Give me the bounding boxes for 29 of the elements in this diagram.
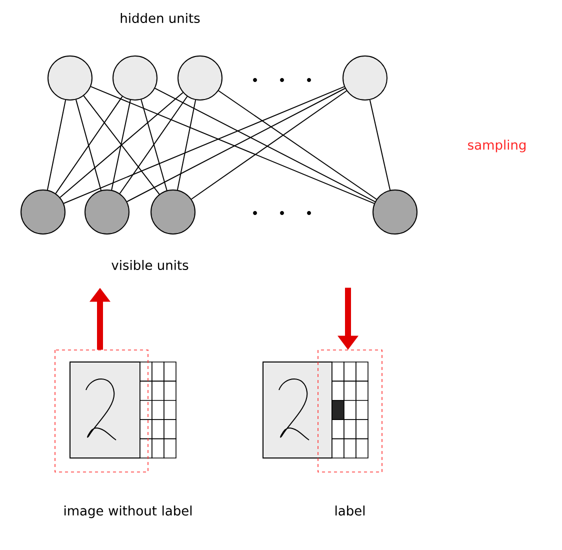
connection-line (154, 88, 376, 202)
layer-label: sampling (468, 140, 526, 152)
connection-line (140, 99, 168, 191)
connection-line (63, 86, 345, 204)
connection-line (176, 100, 196, 190)
visible-unit-circle (372, 190, 418, 234)
hidden-unit-circle (48, 56, 92, 100)
panel-caption: label (336, 506, 365, 516)
panel-caption: image without label (64, 506, 192, 518)
visible-unit-circle (20, 190, 66, 234)
hidden-unit-circle (178, 56, 222, 100)
connection-line (55, 96, 123, 194)
connection-line (190, 90, 348, 200)
connection-line (126, 88, 346, 202)
connection-line (119, 96, 188, 194)
hidden-unit-circle (342, 56, 388, 100)
connection-line (369, 99, 391, 191)
connection-line (111, 100, 131, 190)
connection-line (90, 86, 375, 204)
hidden-unit-circle (112, 56, 158, 100)
visible-unit-circle (84, 190, 130, 234)
layer-label: visible units (112, 260, 188, 270)
visible-unit-circle (150, 190, 196, 234)
layer-label: hidden units (120, 12, 200, 24)
connection-line (76, 99, 102, 191)
connection-line (218, 90, 377, 200)
connection-line (83, 95, 160, 195)
connection-line (60, 92, 184, 198)
connection-line (46, 100, 66, 190)
